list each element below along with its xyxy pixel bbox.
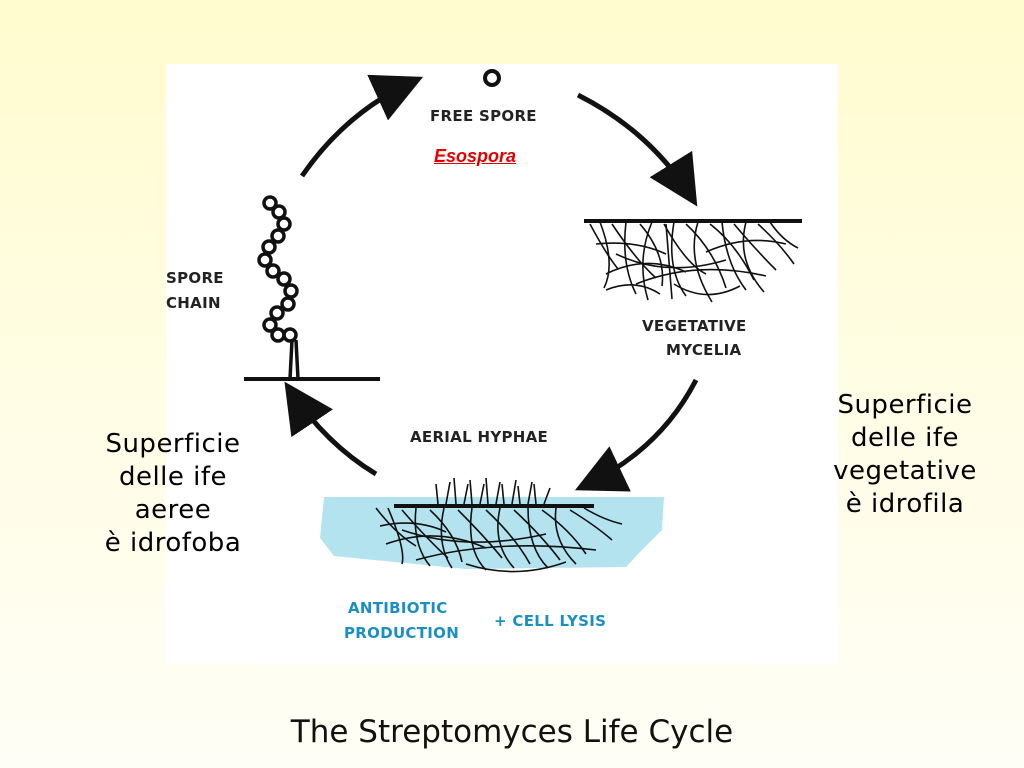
spore-chain-icon bbox=[244, 195, 380, 381]
note-right-line: è idrofila bbox=[845, 489, 965, 519]
note-left-line: aeree bbox=[134, 495, 212, 525]
arrow-vegetative-to-aerial bbox=[574, 378, 699, 492]
note-right-line: Superficie bbox=[837, 390, 973, 420]
note-left-line: delle ife bbox=[118, 462, 228, 492]
note-left-line: è idrofoba bbox=[104, 528, 242, 558]
arrow-spore-chain-to-free-spore bbox=[299, 74, 424, 178]
note-right: Superficie delle ife vegetative è idrofi… bbox=[814, 389, 996, 521]
note-left-line: Superficie bbox=[105, 429, 241, 459]
diagram-panel: FREE SPORE Esospora VEGETATIVE MYCELIA A… bbox=[166, 64, 838, 664]
label-chain: CHAIN bbox=[166, 294, 221, 312]
label-vegetative: VEGETATIVE bbox=[642, 317, 747, 335]
label-spore: SPORE bbox=[166, 269, 224, 287]
diagram-title: The Streptomyces Life Cycle bbox=[290, 714, 734, 750]
free-spore-icon bbox=[483, 69, 501, 87]
arrow-aerial-to-spore-chain bbox=[284, 381, 378, 477]
label-aerial-hyphae: AERIAL HYPHAE bbox=[410, 428, 549, 446]
vegetative-mycelia-icon bbox=[584, 219, 802, 303]
note-left: Superficie delle ife aeree è idrofoba bbox=[84, 428, 262, 560]
label-cell-lysis: + CELL LYSIS bbox=[494, 612, 607, 630]
life-cycle-diagram bbox=[244, 69, 802, 573]
label-free-spore: FREE SPORE bbox=[430, 107, 537, 125]
aerial-hyphae-icon bbox=[375, 477, 623, 573]
label-esospora: Esospora bbox=[434, 146, 517, 166]
label-antibiotic: ANTIBIOTIC bbox=[348, 599, 448, 617]
note-right-line: delle ife bbox=[850, 423, 960, 453]
label-production: PRODUCTION bbox=[344, 624, 460, 642]
arrow-free-spore-to-vegetative bbox=[576, 92, 698, 207]
note-right-line: vegetative bbox=[833, 456, 977, 486]
label-mycelia: MYCELIA bbox=[666, 341, 742, 359]
